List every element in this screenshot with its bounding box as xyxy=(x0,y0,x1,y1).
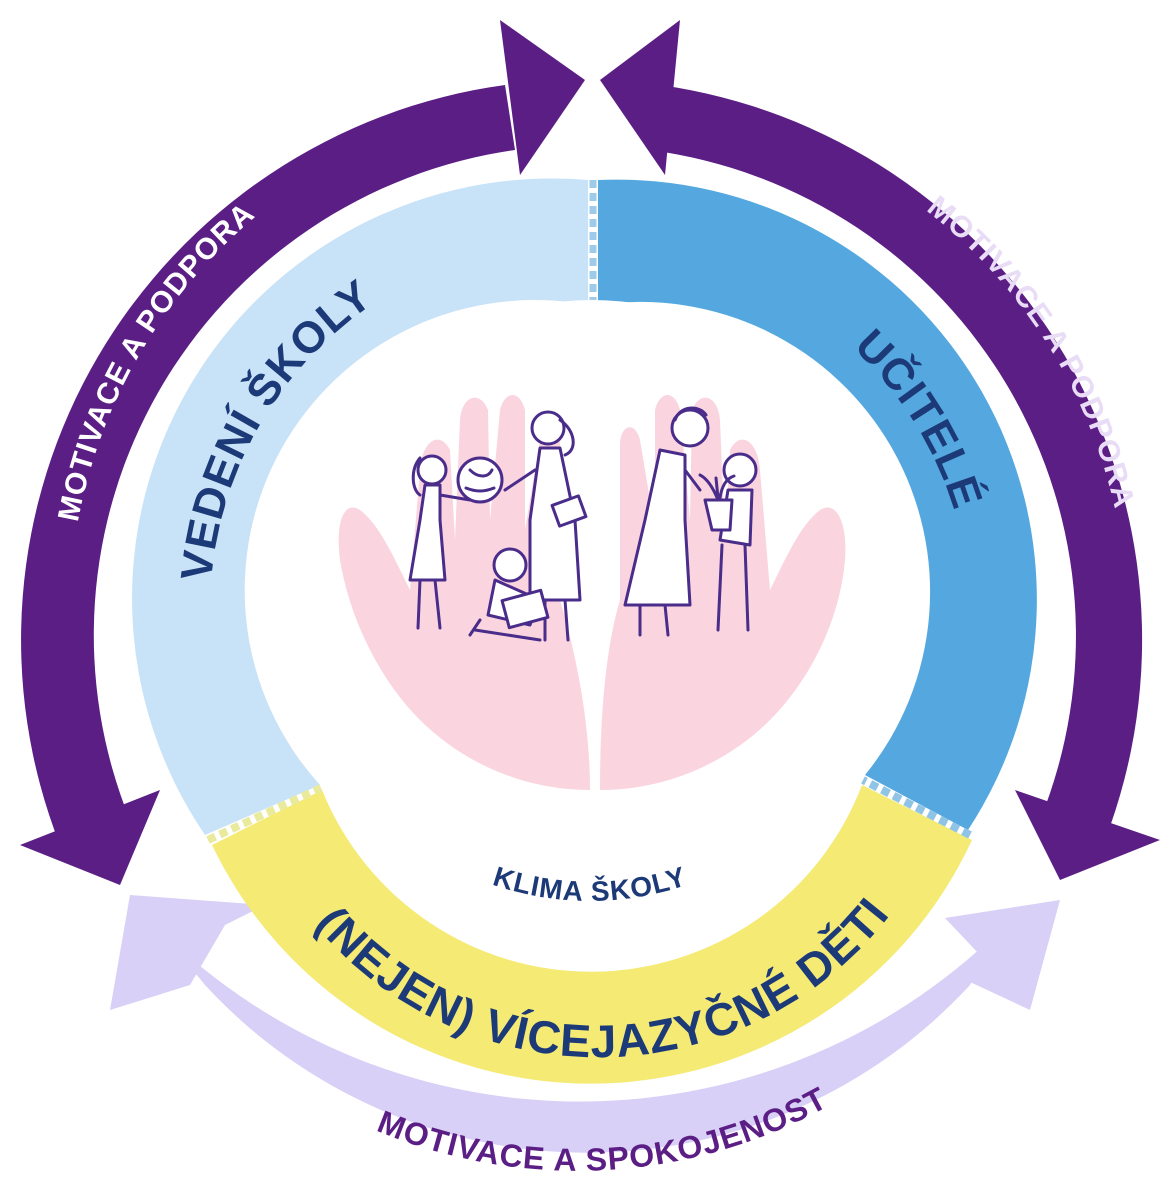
left-arrow xyxy=(20,20,585,885)
boy-with-plant-figure xyxy=(698,452,758,632)
boy-reading-figure xyxy=(468,547,550,642)
separator-right xyxy=(861,776,972,839)
girl-with-globe-figure xyxy=(408,454,504,630)
woman-with-folder-figure xyxy=(503,410,588,642)
left-hand-shape xyxy=(338,395,590,790)
right-arrow-head-bottom xyxy=(1015,790,1160,880)
bottom-arrow-body xyxy=(160,920,1010,1153)
hands-holding-people-icon xyxy=(338,395,846,790)
left-arrow-head-top xyxy=(500,20,585,175)
right-arrow-head-top xyxy=(600,20,680,175)
right-arrow xyxy=(600,20,1160,880)
bottom-arrow-right-head xyxy=(945,900,1060,1010)
left-arrow-body xyxy=(21,85,516,845)
left-arrow-head-bottom xyxy=(20,790,160,885)
separator-left xyxy=(206,784,323,844)
segment-teachers xyxy=(598,179,1037,830)
right-arrow-body xyxy=(650,85,1143,840)
ring xyxy=(132,178,1037,1084)
older-woman-figure xyxy=(623,406,710,637)
segment-children xyxy=(212,785,972,1084)
segment-school-leadership xyxy=(132,178,588,835)
bottom-arrow-left-head xyxy=(110,895,265,1010)
bottom-arrow xyxy=(110,895,1060,1153)
